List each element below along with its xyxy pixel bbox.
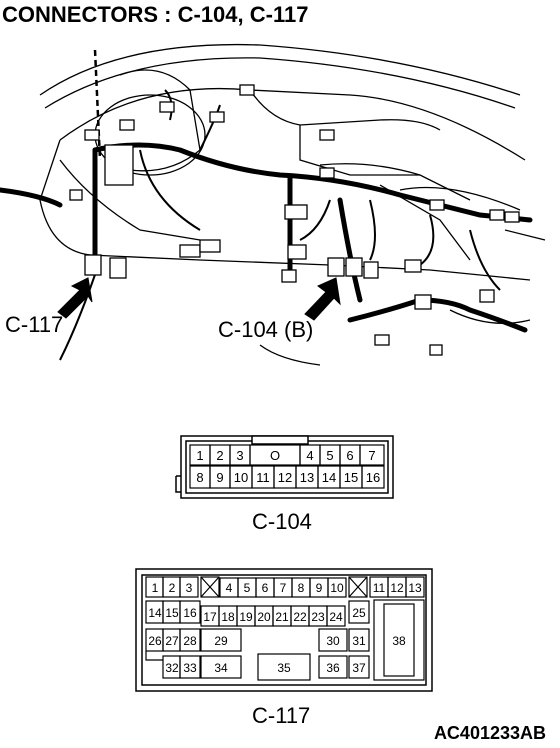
c117-pin-30: 30 [326,634,340,648]
c117-pin-9: 9 [316,581,323,595]
c117-pin-20: 20 [257,610,271,624]
c117-pin-37: 37 [352,661,366,675]
c104-pin-13: 13 [300,470,314,485]
c117-pin-3: 3 [186,581,193,595]
c117-pin-8: 8 [298,581,305,595]
c117-pin-17: 17 [203,610,217,624]
c117-pin-38: 38 [392,634,406,648]
c117-pin-15: 15 [165,606,179,620]
c117-pin-19: 19 [239,610,253,624]
callout-c104b-label: C-104 (B) [218,317,314,342]
c104-pin-16: 16 [366,470,380,485]
c117-pin-4: 4 [226,581,233,595]
c117-pin-7: 7 [280,581,287,595]
c117-pin-11: 11 [373,581,386,595]
c104-pin-5: 5 [326,448,333,463]
c104-pin-8: 8 [196,470,203,485]
harness-illustration [0,43,546,366]
c117-pin-28: 28 [183,634,197,648]
c104-pin-2: 2 [216,448,223,463]
c104-pin-14: 14 [322,470,336,485]
connector-c104-caption: C-104 [252,509,312,534]
c117-pin-14: 14 [148,606,162,620]
c117-pin-23: 23 [311,610,325,624]
c117-pin-33: 33 [183,661,197,675]
c117-pin-16: 16 [183,606,197,620]
c104-pin-4: 4 [306,448,313,463]
c117-pin-26: 26 [148,634,162,648]
c104-pin-9: 9 [216,470,223,485]
figure-id: AC401233AB [433,723,546,743]
c104-pin-1: 1 [196,448,203,463]
c104-pin-11: 11 [256,470,270,485]
c117-pin-31: 31 [352,634,366,648]
c104-pin-3: 3 [236,448,243,463]
c117-pin-10: 10 [330,581,344,595]
c104-pin-7: 7 [368,448,375,463]
c104-pin-6: 6 [346,448,353,463]
c117-pin-6: 6 [262,581,269,595]
c117-pin-35: 35 [277,661,291,675]
c117-pin-25: 25 [352,606,366,620]
c104-pin-15: 15 [344,470,358,485]
c104-pin-12: 12 [278,470,292,485]
c117-pin-13: 13 [408,581,422,595]
c117-pin-32: 32 [165,661,179,675]
c117-pin-27: 27 [165,634,179,648]
c117-pin-2: 2 [169,581,176,595]
c117-pin-29: 29 [214,634,228,648]
connector-c117-caption: C-117 [252,703,311,728]
c104-pin-10: 10 [234,470,248,485]
c117-pin-1: 1 [152,581,159,595]
c117-pin-18: 18 [221,610,235,624]
c117-pin-24: 24 [329,610,343,624]
c117-pin-34: 34 [214,661,228,675]
callout-c117-label: C-117 [5,312,64,337]
c104-pin-marker: O [270,448,280,463]
c117-pin-12: 12 [390,581,404,595]
c117-pin-36: 36 [326,661,340,675]
c117-pin-22: 22 [293,610,307,624]
c117-pin-5: 5 [244,581,251,595]
page-title: CONNECTORS : C-104, C-117 [2,2,309,27]
c117-pin-21: 21 [275,610,289,624]
